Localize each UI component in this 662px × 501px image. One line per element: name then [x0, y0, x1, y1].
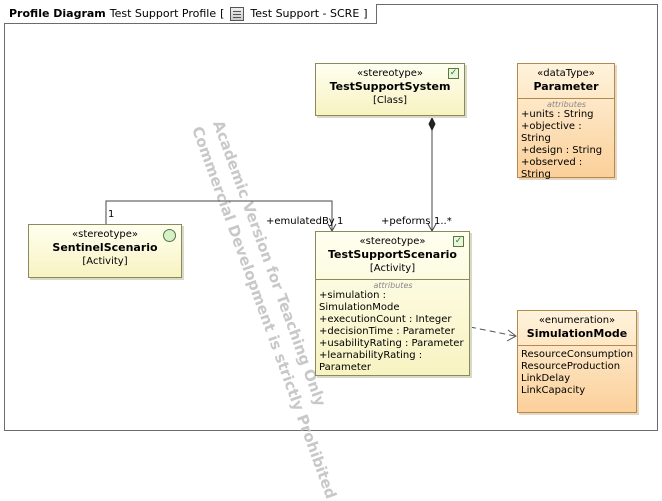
stereotype-label: «stereotype»: [356, 68, 424, 79]
class-name: SimulationMode: [526, 327, 628, 340]
emulated-by-start-mult: 1: [108, 209, 115, 220]
attributes-compartment: attributes +units : String +objective : …: [518, 98, 614, 183]
checkbox-icon: ✓: [453, 236, 464, 247]
class-name: Parameter: [533, 80, 599, 93]
metaclass-label: [Activity]: [369, 263, 416, 274]
attribute-item: +executionCount : Integer: [319, 314, 452, 325]
enum-literal: LinkCapacity: [521, 385, 586, 396]
class-name: TestSupportSystem: [329, 80, 451, 93]
datatype-parameter[interactable]: «dataType» Parameter attributes +units :…: [517, 63, 615, 180]
stereotype-label: «dataType»: [537, 68, 595, 79]
bracket-close: ]: [363, 7, 368, 20]
peforms-mult: 1..*: [434, 216, 452, 227]
class-test-support-system[interactable]: «stereotype» TestSupportSystem [Class] ✓: [315, 63, 465, 116]
composition-diamond: [428, 116, 436, 132]
class-sentinel-scenario[interactable]: «stereotype» SentinelScenario [Activity]: [28, 224, 182, 278]
dependency-arrowhead: [506, 329, 517, 342]
diagram-icon: [230, 6, 245, 21]
enum-literal: ResourceProduction: [521, 361, 621, 372]
stereotype-label: «stereotype»: [359, 236, 426, 247]
checkbox-icon: ✓: [448, 68, 459, 79]
bracket-open: [: [220, 7, 225, 20]
emulated-by-role: +emulatedBy: [266, 216, 335, 227]
attribute-item: +units : String: [521, 109, 594, 120]
usage-dependency: [469, 326, 516, 337]
attribute-item: +observed : String: [521, 157, 583, 180]
attribute-item: +design : String: [521, 145, 603, 156]
emulated-by-end-mult: 1: [337, 216, 344, 227]
peforms-role: +peforms: [381, 216, 431, 227]
class-name: SentinelScenario: [52, 241, 158, 254]
class-test-support-scenario[interactable]: «stereotype» TestSupportScenario [Activi…: [315, 231, 470, 376]
stereotype-label: «enumeration»: [538, 315, 616, 326]
diagram-kind: Profile Diagram: [9, 7, 106, 20]
attribute-item: +objective : String: [521, 121, 582, 144]
compartment-title: attributes: [546, 100, 587, 109]
attribute-item: +decisionTime : Parameter: [319, 326, 455, 337]
metaclass-label: [Activity]: [82, 256, 128, 267]
attribute-item: +learnabilityRating : Parameter: [319, 350, 423, 373]
attribute-item: +simulation : SimulationMode: [319, 290, 400, 313]
enum-literal: LinkDelay: [521, 373, 571, 384]
diagram-context: Test Support - SCRE: [250, 7, 360, 20]
enum-literal: ResourceConsumption: [521, 349, 634, 360]
diagram-name: Test Support Profile: [109, 7, 217, 20]
compartment-title: attributes: [373, 281, 413, 290]
literals-compartment: ResourceConsumption ResourceProduction L…: [518, 345, 636, 399]
enumeration-simulation-mode[interactable]: «enumeration» SimulationMode ResourceCon…: [517, 310, 637, 413]
stereotype-label: «stereotype»: [71, 229, 139, 240]
diagram-header-tab: Profile Diagram Test Support Profile [ T…: [4, 4, 377, 24]
class-name: TestSupportScenario: [328, 248, 457, 261]
attributes-compartment: attributes +simulation : SimulationMode …: [316, 279, 469, 376]
activity-circle-icon: [163, 229, 176, 242]
attribute-item: +usabilityRating : Parameter: [319, 338, 464, 349]
emulated-by-association: [105, 200, 333, 231]
metaclass-label: [Class]: [372, 95, 408, 106]
